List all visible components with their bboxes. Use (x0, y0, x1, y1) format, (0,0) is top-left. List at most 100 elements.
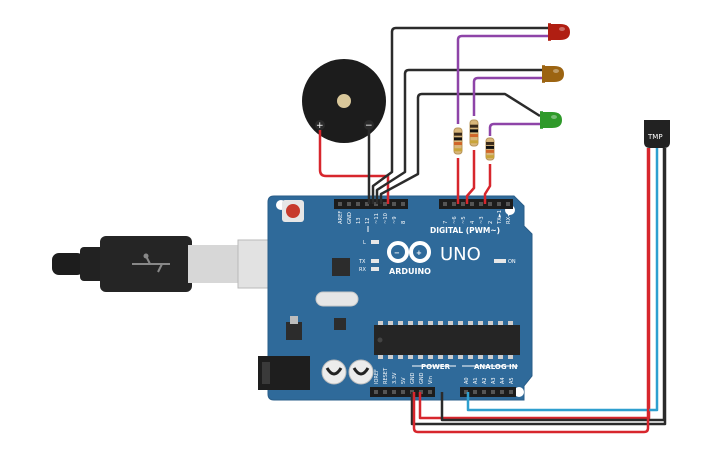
digital-pin-label: 12 (365, 217, 371, 224)
led-orange-rim (542, 65, 545, 83)
led-highlight (559, 27, 565, 31)
power-pin-label: IOREF (374, 369, 380, 384)
wire-led-green-anode (488, 122, 540, 136)
power-pin-socket (401, 390, 405, 394)
resistor-band (470, 124, 478, 128)
wire-res2-pin5 (465, 150, 476, 204)
chip-pin (448, 355, 453, 359)
led-on-label: ON (508, 259, 516, 265)
digital-pin-label: 2 (488, 221, 494, 224)
digital-header-left (334, 199, 408, 209)
led-rx-label: RX (359, 267, 366, 273)
led-rx (371, 267, 379, 271)
power-pin-socket (392, 390, 396, 394)
logo-plus: + (416, 249, 422, 257)
usb-chip (332, 258, 350, 276)
wire-buzzer-plus (318, 130, 390, 204)
digital-pin-socket (479, 202, 483, 206)
board-model-name: UNO (440, 244, 481, 265)
crystal (315, 291, 359, 307)
logo-loop-right (409, 241, 431, 263)
chip-pin (378, 321, 383, 325)
analog-pin-socket (464, 390, 468, 394)
chip-pin (478, 355, 483, 359)
usb-cable-strain-relief (52, 253, 84, 275)
small-chip (334, 318, 346, 330)
chip-pin (398, 355, 403, 359)
resistor-band (454, 142, 462, 146)
capacitor-mark (352, 367, 370, 376)
buzzer-plus-label: + (316, 121, 324, 131)
digital-pin-socket (488, 202, 492, 206)
reset-button[interactable] (286, 204, 300, 218)
usb-cable-neck (80, 247, 104, 281)
tmp-sensor-body[interactable] (644, 124, 670, 148)
chip-pin (408, 355, 413, 359)
digital-pin-socket (497, 202, 501, 206)
resistor-band (454, 137, 462, 141)
chip-pin (468, 355, 473, 359)
power-pin-label: GND (419, 372, 425, 384)
led-red-rim (548, 23, 551, 41)
digital-pin-label: TX►1 (497, 210, 503, 225)
chip-pin (398, 321, 403, 325)
tmp-sensor-top (644, 120, 670, 128)
wire-led-red-cathode (371, 26, 548, 204)
resistors (453, 119, 495, 161)
digital-pin-label: AREF (338, 211, 344, 224)
led-l (371, 240, 379, 244)
led-green-rim (540, 111, 543, 129)
usb-plug-metal (188, 245, 242, 283)
resistor-band (470, 140, 478, 144)
wire-tmp-signal (466, 148, 659, 412)
chip-pin (448, 321, 453, 325)
chip-pin (438, 355, 443, 359)
chip-pin (408, 321, 413, 325)
temperature-sensor[interactable]: TMP (644, 120, 670, 148)
analog-pin-label: A1 (473, 377, 479, 384)
resistor-band (486, 149, 494, 153)
analog-pin-socket (491, 390, 495, 394)
chip-pin (498, 321, 503, 325)
led-orange (542, 66, 564, 82)
analog-pin-label: A3 (491, 377, 497, 384)
piezo-buzzer[interactable]: + − (302, 59, 386, 143)
leds (540, 23, 570, 129)
analog-header-label: ANALOG IN (474, 363, 518, 371)
wire-led-orange-anode (472, 76, 542, 116)
digital-pin-socket (392, 202, 396, 206)
wire-led-red-anode (456, 34, 548, 124)
resistor-band (486, 155, 494, 159)
chip-pin (418, 321, 423, 325)
chip-pin (488, 321, 493, 325)
resistor-band (486, 141, 494, 145)
wire-led-orange-cathode (375, 68, 542, 204)
buzzer-minus-pad (364, 120, 374, 130)
led-l-label: L (363, 240, 366, 246)
regulator-tab (290, 316, 298, 324)
chip-pin (508, 321, 513, 325)
digital-pin-label: GND (347, 212, 353, 224)
wire-res3-pin3 (483, 164, 492, 204)
capacitor (348, 359, 374, 385)
digital-pin-socket (356, 202, 360, 206)
chip-pin (508, 355, 513, 359)
digital-pin-socket (383, 202, 387, 206)
power-pin-socket (374, 390, 378, 394)
chip-pin (388, 321, 393, 325)
digital-header-right (439, 199, 513, 209)
digital-pin-label: ~5 (461, 216, 467, 224)
analog-pin-label: A0 (464, 377, 470, 384)
digital-pin-socket (461, 202, 465, 206)
digital-pin-socket (365, 202, 369, 206)
led-tx-label: TX (358, 259, 366, 265)
power-pin-socket (428, 390, 432, 394)
digital-pin-socket (338, 202, 342, 206)
capacitor-mark (325, 367, 343, 376)
led-highlight (551, 115, 557, 119)
wires (318, 26, 667, 434)
digital-pin-label: 13 (356, 217, 362, 224)
board-brand: ARDUINO (389, 267, 431, 276)
atmega-chip (374, 325, 520, 355)
